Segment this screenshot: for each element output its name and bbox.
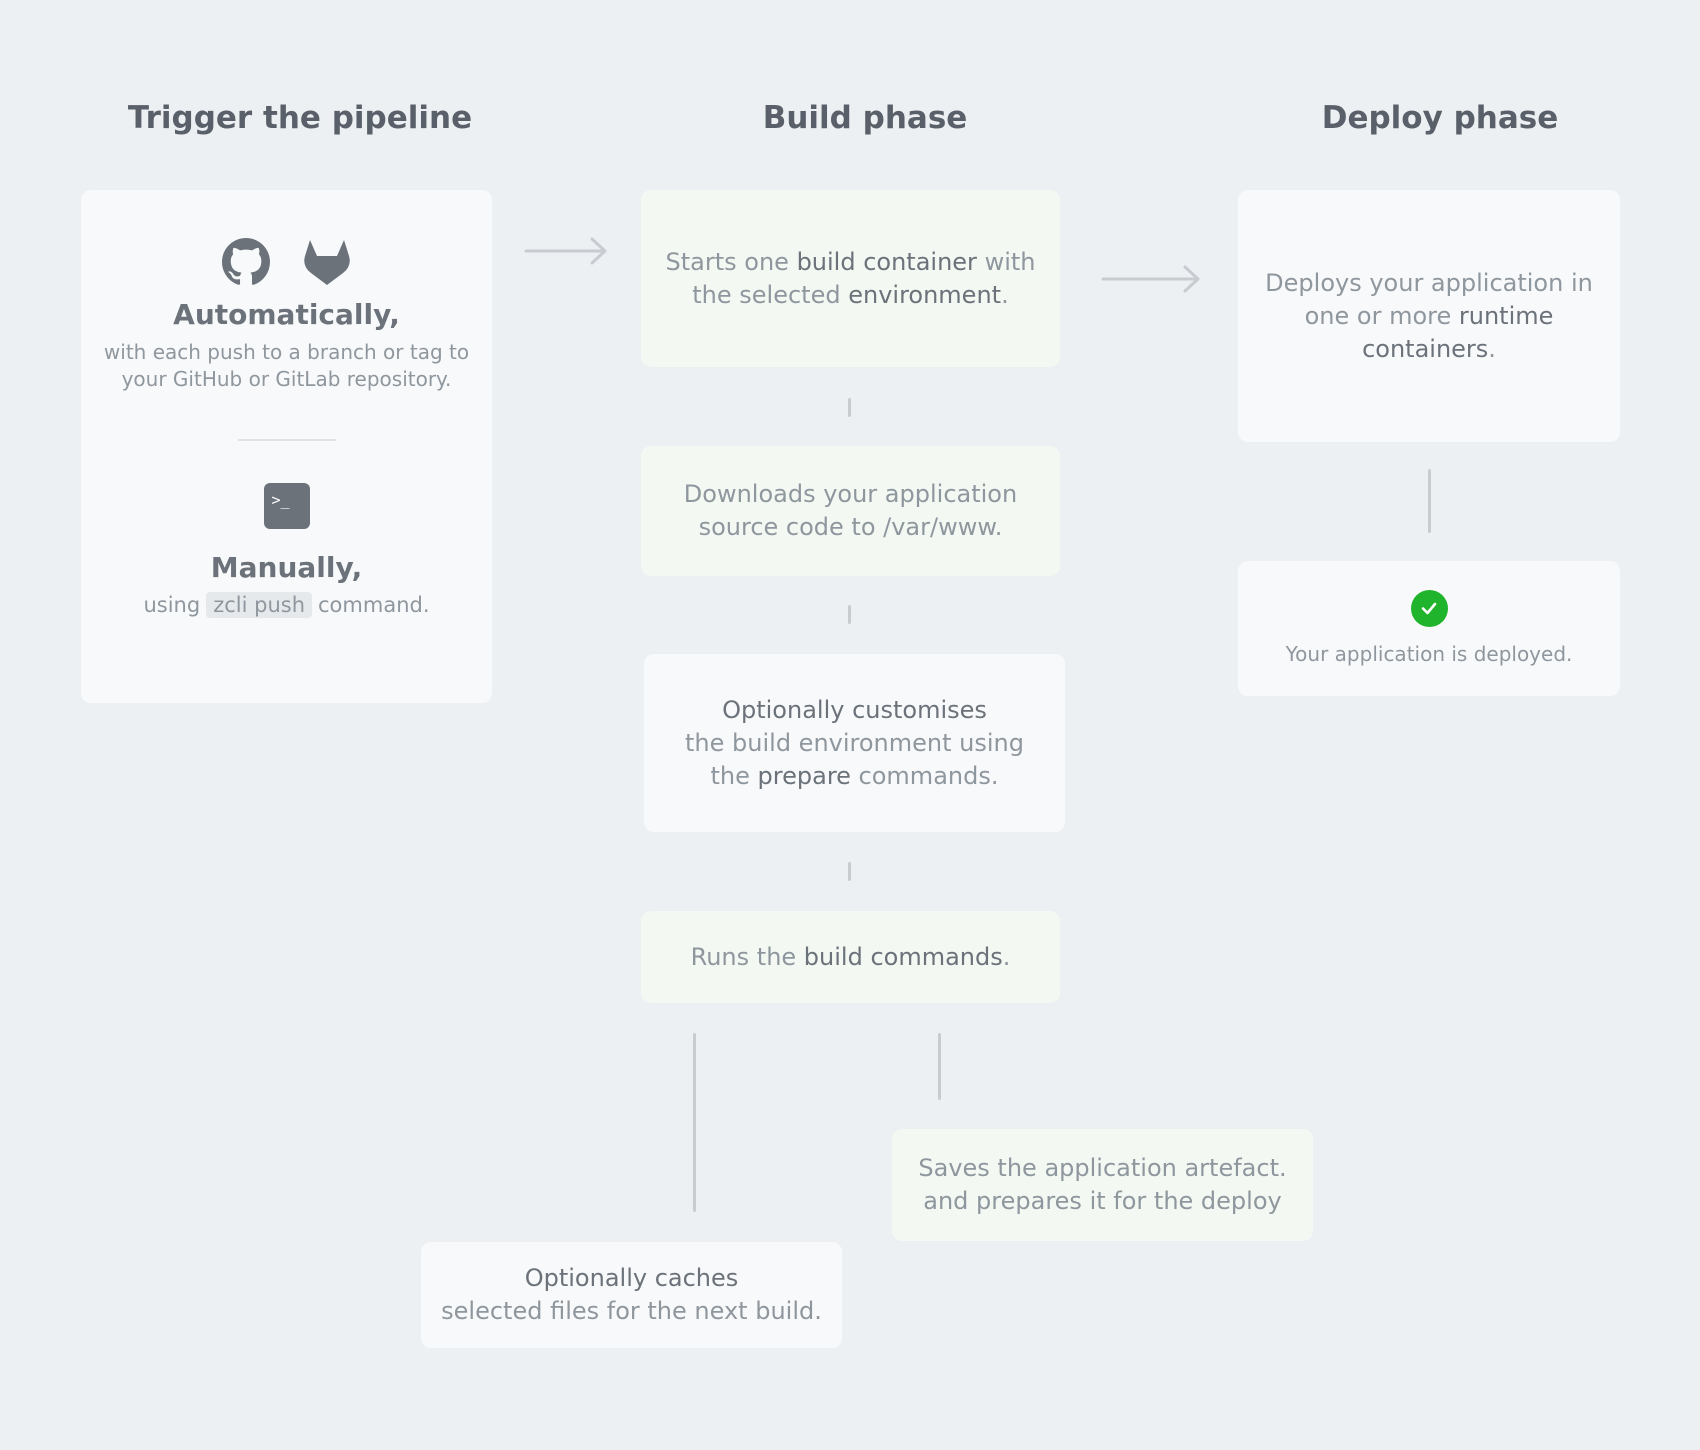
auto-title: Automatically, — [173, 298, 400, 331]
build-step-start-container: Starts one build container with the sele… — [641, 190, 1060, 367]
heading-build: Build phase — [762, 100, 968, 136]
arrow-trigger-to-build — [524, 237, 607, 265]
github-icon — [221, 238, 270, 285]
deploy-step-runtime: Deploys your application in one or more … — [1238, 190, 1620, 442]
heading-deploy: Deploy phase — [1321, 100, 1559, 136]
trigger-card: Automatically, with each push to a branc… — [81, 190, 492, 703]
auto-description: with each push to a branch or tag to you… — [103, 340, 470, 391]
repo-icons — [221, 238, 352, 286]
connector-2 — [848, 605, 851, 624]
manual-title: Manually, — [210, 551, 363, 584]
build-step-prepare: Optionally customises the build environm… — [644, 654, 1065, 832]
divider — [237, 439, 336, 441]
build-step-save-artefact: Saves the application artefact. and prep… — [892, 1129, 1313, 1241]
connector-to-cache — [693, 1033, 696, 1212]
zcli-push-code: zcli push — [206, 592, 313, 618]
build-step-run-commands: Runs the build commands. — [641, 911, 1060, 1003]
connector-deploy — [1428, 469, 1431, 533]
gitlab-icon — [303, 240, 350, 285]
connector-3 — [848, 862, 851, 881]
connector-1 — [848, 398, 851, 417]
build-step-cache: Optionally caches selected files for the… — [421, 1242, 842, 1348]
connector-to-artefact — [938, 1033, 941, 1100]
deployed-text: Your application is deployed. — [1285, 641, 1573, 666]
build-step-download-source: Downloads your application source code t… — [641, 446, 1060, 576]
check-circle-icon — [1410, 589, 1448, 627]
heading-trigger: Trigger the pipeline — [127, 100, 473, 136]
deploy-done: Your application is deployed. — [1238, 561, 1620, 696]
terminal-icon: >_ — [263, 483, 310, 529]
arrow-build-to-deploy — [1101, 265, 1200, 293]
